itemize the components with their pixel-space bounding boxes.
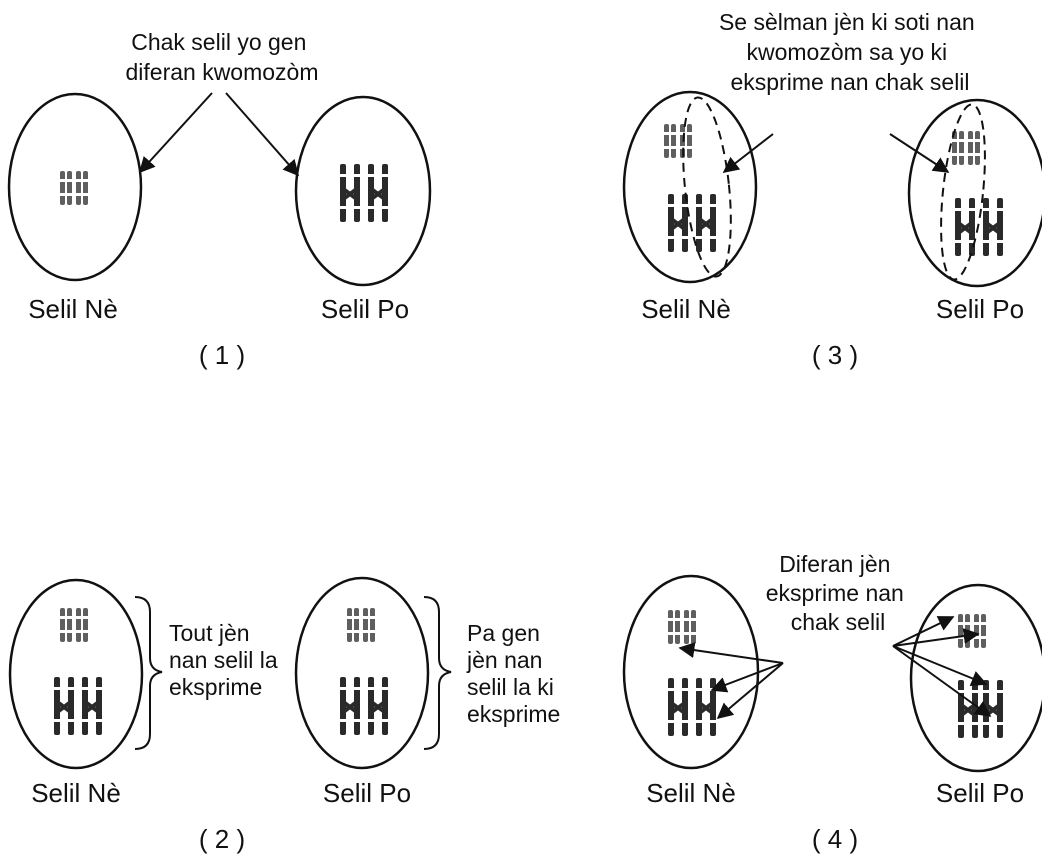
panel-2-note-right-line-4: eksprime	[467, 701, 560, 727]
panel-4-left-cell-label: Selil Nè	[646, 778, 736, 808]
panel-1-note: Chak selil yo gen diferan kwomozòm	[125, 29, 318, 85]
panel-2-right-cell-label: Selil Po	[323, 778, 411, 808]
chromosome-pair-icon	[950, 131, 982, 165]
panel-1: Chak selil yo gen diferan kwomozòm Selil…	[7, 29, 432, 370]
chromosome-large-icon	[364, 675, 392, 737]
panel-4-left-cell	[622, 574, 760, 770]
panel-4-note-line-3: chak selil	[791, 609, 886, 635]
chromosome-pair-icon	[956, 614, 988, 648]
panel-2-number: ( 2 )	[199, 824, 245, 854]
panel-4-number: ( 4 )	[812, 824, 858, 854]
panel-1-arrow-left	[138, 92, 213, 174]
panel-2-note-left-line-3: eksprime	[169, 674, 262, 700]
panel-4-arrow-right-4	[892, 645, 992, 717]
chromosome-large-icon	[979, 196, 1007, 258]
panel-4-arrow-left-3	[716, 662, 784, 720]
chromosome-large-icon	[336, 675, 364, 737]
panel-3-left-highlight	[682, 96, 732, 278]
panel-3-note-line-3: eksprime nan chak selil	[730, 69, 969, 95]
panel-3-arrow-right	[889, 133, 950, 173]
panel-4-note-line-1: Diferan jèn	[779, 551, 890, 577]
chromosome-large-icon	[50, 675, 78, 737]
panel-2-left-cell-label: Selil Nè	[31, 778, 121, 808]
panel-2-note-left-line-1: Tout jèn	[169, 620, 250, 646]
panel-3-right-highlight	[940, 103, 986, 281]
panel-1-right-cell	[294, 95, 432, 287]
chromosome-pair-icon	[662, 124, 694, 158]
chromosome-large-icon	[692, 676, 720, 738]
panel-4-right-cell	[909, 583, 1042, 773]
panel-2-left-cell	[8, 578, 144, 770]
panel-1-left-cell-label: Selil Nè	[28, 294, 118, 324]
panel-4-note: Diferan jèn eksprime nan chak selil	[766, 551, 910, 635]
panel-3-note: Se sèlman jèn ki soti nan kwomozòm sa yo…	[719, 9, 981, 95]
panel-2-note-right-line-1: Pa gen	[467, 620, 540, 646]
panel-2-note-left: Tout jèn nan selil la eksprime	[169, 620, 284, 700]
panel-2-right-cell	[294, 576, 430, 770]
chromosome-large-icon	[954, 678, 982, 740]
panel-4-arrow-right-2	[892, 628, 980, 647]
panel-4-right-cell-label: Selil Po	[936, 778, 1024, 808]
panel-3-note-line-2: kwomozòm sa yo ki	[746, 39, 947, 65]
panel-1-right-cell-label: Selil Po	[321, 294, 409, 324]
chromosome-pair-icon	[58, 608, 90, 642]
panel-4-arrow-right-1	[892, 616, 955, 647]
panel-2-note-right: Pa gen jèn nan selil la ki eksprime	[466, 620, 560, 727]
panel-2: Tout jèn nan selil la eksprime Pa gen jè…	[8, 576, 560, 854]
panel-1-note-line-1: Chak selil yo gen	[131, 29, 306, 55]
chromosome-large-icon	[336, 162, 364, 224]
panel-4: Diferan jèn eksprime nan chak selil Seli…	[622, 551, 1042, 854]
panel-1-arrow-right	[225, 92, 300, 177]
panel-4-arrow-right-3	[892, 645, 988, 686]
panel-2-right-brace	[423, 596, 452, 750]
panel-1-left-cell	[7, 92, 143, 282]
panel-3-left-cell-label: Selil Nè	[641, 294, 731, 324]
panel-3-number: ( 3 )	[812, 340, 858, 370]
panel-2-note-left-line-2: nan selil la	[169, 647, 278, 673]
panel-2-note-right-line-2: jèn nan	[466, 647, 542, 673]
panel-2-note-right-line-3: selil la ki	[467, 674, 554, 700]
panel-3-note-line-1: Se sèlman jèn ki soti nan	[719, 9, 975, 35]
panel-2-left-brace	[134, 596, 163, 750]
chromosome-large-icon	[664, 192, 692, 254]
panel-3-right-cell	[907, 98, 1042, 288]
panel-4-arrow-left-2	[710, 662, 784, 693]
chromosome-large-icon	[78, 675, 106, 737]
chromosome-pair-icon	[58, 171, 90, 205]
panel-4-note-line-2: eksprime nan	[766, 580, 904, 606]
chromosome-pair-icon	[345, 608, 377, 642]
chromosome-large-icon	[664, 676, 692, 738]
panel-3-right-cell-label: Selil Po	[936, 294, 1024, 324]
panel-4-arrow-left-1	[678, 642, 784, 664]
chromosome-pair-icon	[666, 610, 698, 644]
chromosome-large-icon	[364, 162, 392, 224]
panel-3-arrow-left	[722, 133, 774, 173]
panel-1-note-line-2: diferan kwomozòm	[125, 59, 318, 85]
chromosome-large-icon	[692, 192, 720, 254]
panel-3: Se sèlman jèn ki soti nan kwomozòm sa yo…	[622, 9, 1042, 370]
panel-3-left-cell	[622, 90, 758, 284]
panel-1-number: ( 1 )	[199, 340, 245, 370]
chromosome-large-icon	[979, 678, 1007, 740]
